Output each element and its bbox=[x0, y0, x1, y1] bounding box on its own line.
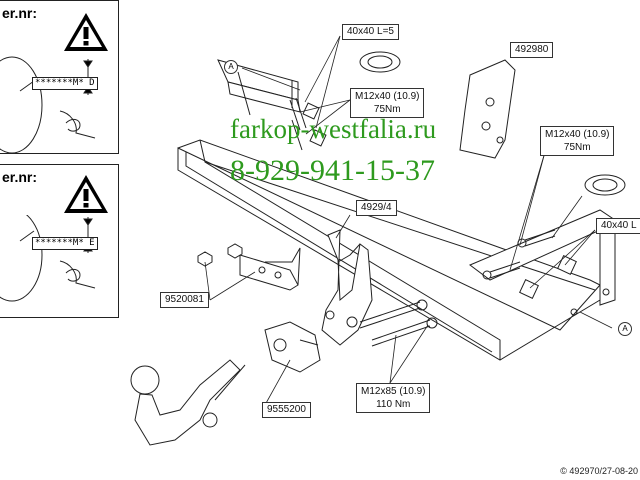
bolt-right-spec: M12x40 (10.9) 75Nm bbox=[540, 126, 615, 156]
watermark-site: farkop-westfalia.ru bbox=[230, 114, 437, 144]
leader-lines bbox=[204, 35, 613, 406]
warning-triangle-icon bbox=[64, 175, 108, 213]
socket-bracket bbox=[239, 247, 301, 291]
cover-part-label: 492980 bbox=[510, 42, 554, 58]
bolt-bottom-size: M12x85 (10.9) bbox=[361, 386, 426, 397]
nuts-left bbox=[197, 243, 243, 267]
vehicle-number-label: er.nr: bbox=[2, 169, 38, 185]
serial-code-box: *******M* E bbox=[32, 237, 98, 250]
washer-top bbox=[359, 51, 401, 73]
bolt-top-size: M12x40 (10.9) bbox=[355, 91, 420, 102]
left-mounting-arm bbox=[217, 59, 301, 116]
serial-code-box: *******M* D bbox=[32, 77, 98, 90]
mount-bracket bbox=[321, 229, 373, 346]
copyright-label: © 492970/27-08-20 bbox=[560, 466, 638, 476]
callout-a-left: A bbox=[224, 60, 238, 74]
vehicle-number-label: er.nr: bbox=[2, 5, 38, 21]
washer-right bbox=[584, 174, 626, 196]
cover-plate bbox=[459, 59, 516, 159]
washer-top-label: 40x40 L=5 bbox=[342, 24, 399, 40]
warning-panel-1: er.nr: *******M* D bbox=[0, 0, 119, 154]
inspection-illustration bbox=[0, 56, 96, 153]
bolt-bottom-torque: 110 Nm bbox=[376, 399, 411, 410]
warning-panel-2: er.nr: *******M* E bbox=[0, 164, 119, 318]
inspection-illustration bbox=[0, 215, 96, 302]
bracket-part-label: 9520081 bbox=[160, 292, 209, 308]
bolts-top bbox=[289, 97, 307, 151]
bolt-bottom-spec: M12x85 (10.9) 110 Nm bbox=[356, 383, 431, 413]
electrical-socket bbox=[264, 321, 321, 373]
plate-right-1 bbox=[557, 255, 577, 275]
socket-part-label: 9555200 bbox=[262, 402, 311, 418]
warning-triangle-icon bbox=[64, 13, 108, 51]
callout-a-right: A bbox=[618, 322, 632, 336]
bolts-bottom bbox=[359, 299, 438, 347]
plate-top-1 bbox=[302, 102, 320, 120]
bolt-top-torque: 75Nm bbox=[373, 104, 401, 115]
tow-ball bbox=[130, 359, 246, 446]
crossbar-part-label: 4929/4 bbox=[356, 200, 397, 216]
watermark-phone: 8-929-941-15-37 bbox=[230, 154, 435, 187]
plate-top-2 bbox=[309, 129, 327, 147]
washer-right-label: 40x40 L bbox=[596, 218, 640, 234]
plate-right-2 bbox=[519, 279, 539, 299]
bolt-right-size: M12x40 (10.9) bbox=[545, 129, 610, 140]
bolt-right-torque: 75Nm bbox=[563, 142, 591, 153]
bolt-top-spec: M12x40 (10.9) 75Nm bbox=[350, 88, 425, 118]
